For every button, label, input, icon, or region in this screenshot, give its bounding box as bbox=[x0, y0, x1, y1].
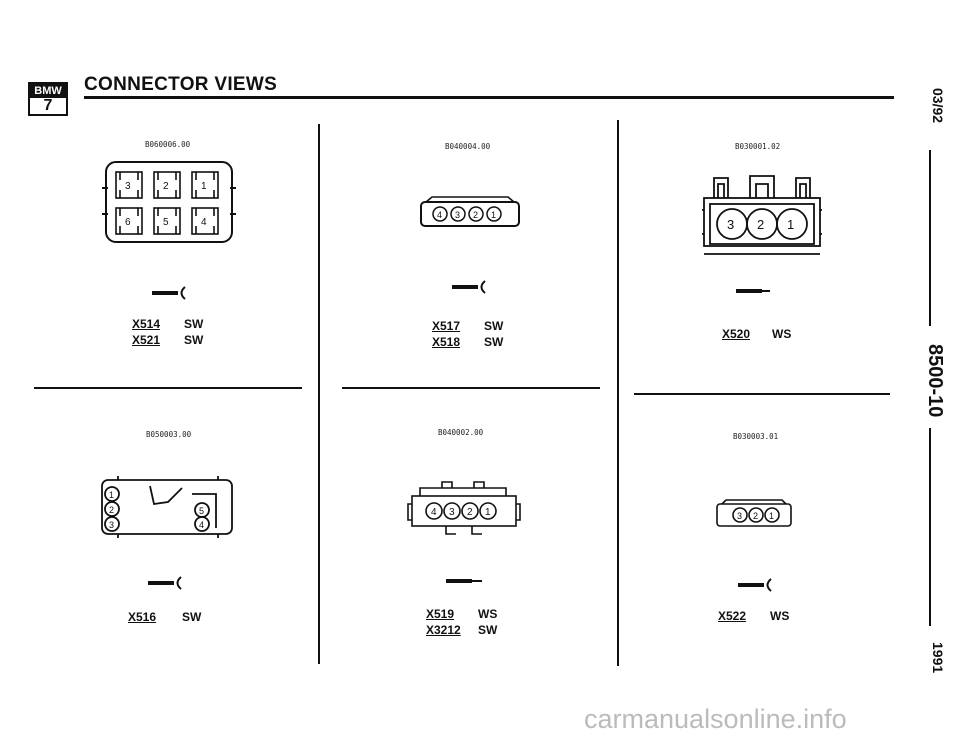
part-number: B040002.00 bbox=[438, 428, 484, 437]
plug-symbol bbox=[152, 286, 186, 300]
wire-color: SW bbox=[184, 333, 204, 347]
pin-3: 3 bbox=[737, 511, 742, 521]
plug-symbol bbox=[148, 576, 182, 590]
connector-diagram-5pin: 1 2 3 5 4 bbox=[101, 476, 233, 538]
column-divider-1 bbox=[318, 124, 320, 664]
pin-5: 5 bbox=[163, 217, 169, 228]
connector-id: X521 bbox=[132, 333, 161, 347]
watermark: carmanualsonline.info bbox=[584, 704, 847, 734]
connector-diagram-4pin: 4 3 2 1 bbox=[420, 196, 520, 227]
part-number: B030003.01 bbox=[733, 432, 779, 441]
plug-symbol bbox=[738, 578, 772, 592]
part-number: B030001.02 bbox=[735, 142, 781, 151]
logo-series: 7 bbox=[43, 97, 53, 114]
pin-1: 1 bbox=[201, 181, 207, 192]
connector-id: X519 bbox=[426, 607, 455, 621]
connector-id: X3212 bbox=[426, 623, 461, 637]
connector-diagram-3pin: 3 2 1 bbox=[716, 499, 792, 527]
wire-color: SW bbox=[478, 623, 498, 637]
wire-color: WS bbox=[770, 609, 790, 623]
pin-1: 1 bbox=[769, 511, 774, 521]
pin-4: 4 bbox=[199, 520, 204, 530]
pin-2: 2 bbox=[757, 217, 764, 232]
pin-3: 3 bbox=[125, 181, 131, 192]
model-year: 1991 bbox=[930, 642, 946, 674]
part-number: B050003.00 bbox=[146, 430, 192, 439]
bmw-7-logo: BMW 7 bbox=[28, 82, 68, 116]
pin-4: 4 bbox=[431, 507, 437, 518]
revision-date: 03/92 bbox=[930, 88, 946, 124]
pin-1: 1 bbox=[787, 217, 794, 232]
wire-color: SW bbox=[484, 319, 504, 333]
pin-4: 4 bbox=[201, 217, 207, 228]
plug-symbol bbox=[452, 280, 486, 294]
connector-id: X522 bbox=[718, 609, 747, 623]
row-divider-2 bbox=[342, 387, 600, 389]
socket-symbol bbox=[446, 579, 482, 583]
pin-3: 3 bbox=[109, 520, 114, 530]
pin-3: 3 bbox=[455, 210, 460, 220]
header-rule bbox=[84, 96, 894, 99]
wire-color: SW bbox=[182, 610, 202, 624]
connector-id: X518 bbox=[432, 335, 461, 349]
wire-color: WS bbox=[772, 327, 792, 341]
pin-2: 2 bbox=[163, 181, 169, 192]
wire-color: SW bbox=[184, 317, 204, 331]
row-divider-1 bbox=[34, 387, 302, 389]
row-divider-3 bbox=[634, 393, 890, 395]
connector-id: X514 bbox=[132, 317, 161, 331]
pin-5: 5 bbox=[199, 506, 204, 516]
connector-diagram-4pin: 4 3 2 1 bbox=[407, 481, 521, 535]
section-code: 8500-10 bbox=[924, 344, 946, 418]
socket-symbol bbox=[736, 289, 770, 293]
side-rule-1 bbox=[929, 150, 931, 326]
pin-2: 2 bbox=[467, 507, 473, 518]
column-divider-2 bbox=[617, 120, 619, 666]
part-number: B040004.00 bbox=[445, 142, 491, 151]
pin-3: 3 bbox=[727, 217, 734, 232]
pin-2: 2 bbox=[473, 210, 478, 220]
pin-1: 1 bbox=[109, 490, 114, 500]
pin-1: 1 bbox=[491, 210, 496, 220]
connector-diagram-6pin: 3 2 1 6 5 4 bbox=[102, 161, 236, 243]
connector-id: X517 bbox=[432, 319, 461, 333]
pin-1: 1 bbox=[485, 507, 491, 518]
connector-id: X520 bbox=[722, 327, 751, 341]
pin-2: 2 bbox=[753, 511, 758, 521]
connector-diagram-3pin: 3 2 1 bbox=[702, 175, 822, 255]
pin-6: 6 bbox=[125, 217, 131, 228]
pin-2: 2 bbox=[109, 505, 114, 515]
connector-id: X516 bbox=[128, 610, 157, 624]
page-title: CONNECTOR VIEWS bbox=[84, 74, 278, 95]
side-rule-2 bbox=[929, 428, 931, 626]
wire-color: WS bbox=[478, 607, 498, 621]
logo-brand: BMW bbox=[30, 84, 66, 98]
wire-color: SW bbox=[484, 335, 504, 349]
pin-3: 3 bbox=[449, 507, 455, 518]
pin-4: 4 bbox=[437, 210, 442, 220]
part-number: B060006.00 bbox=[145, 140, 191, 149]
